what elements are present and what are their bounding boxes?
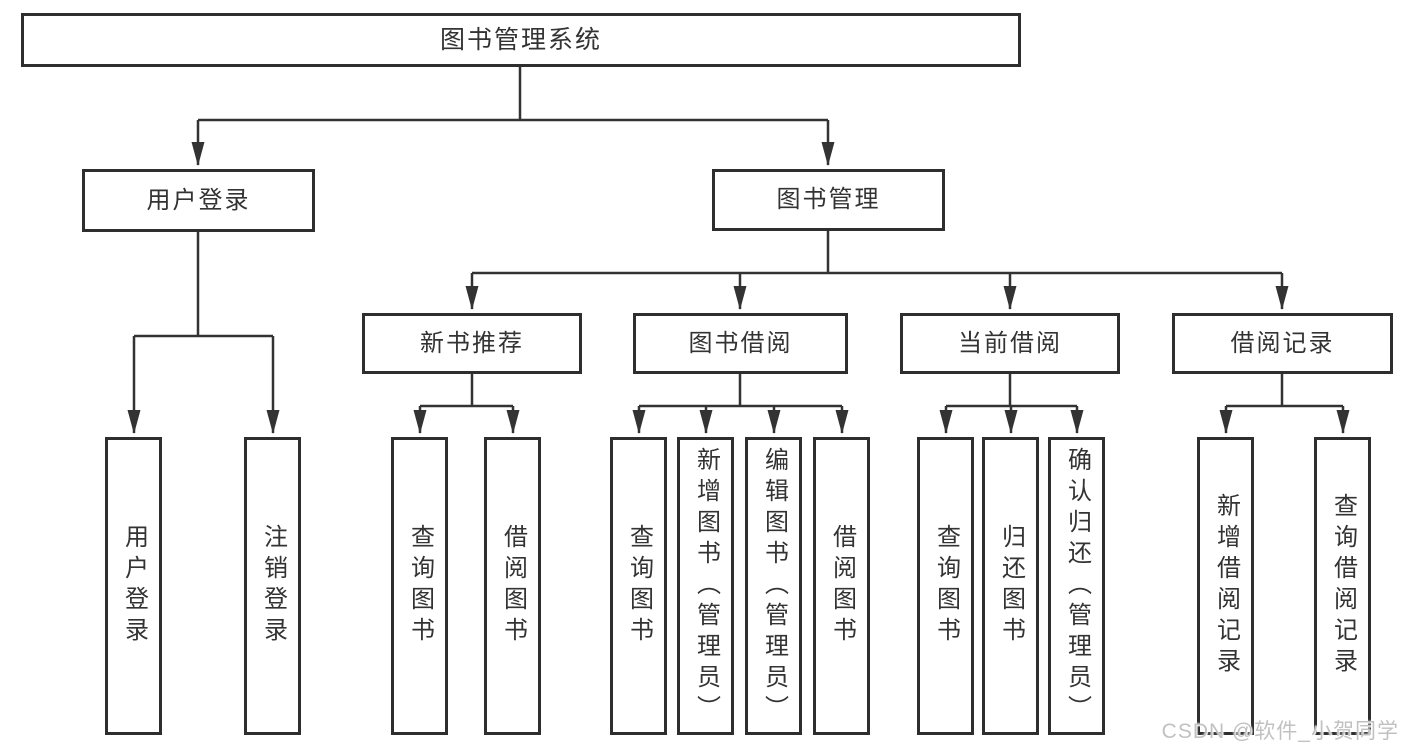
- node-label: 图书管理: [776, 186, 881, 213]
- leaf-label: 借阅图书: [828, 524, 856, 648]
- leaf-add-borrow-record: 新增借阅记录: [1197, 437, 1254, 735]
- connector-new-book-to-leaves: [413, 374, 520, 434]
- leaf-query-book-2: 查询图书: [610, 437, 667, 735]
- connector-root-to-branches: [191, 66, 835, 166]
- node-label: 图书管理系统: [439, 25, 602, 54]
- node-book-management: 图书管理: [712, 169, 945, 231]
- leaf-label: 查询借阅记录: [1329, 493, 1357, 679]
- leaf-label: 确认归还（管理员）: [1063, 446, 1091, 726]
- leaf-label: 注销登录: [259, 524, 287, 648]
- leaf-label: 编辑图书（管理员）: [760, 446, 788, 726]
- csdn-watermark: CSDN @软件_小贺同学: [1161, 720, 1399, 743]
- leaf-add-book-admin: 新增图书（管理员）: [677, 437, 734, 735]
- leaf-label: 借阅图书: [499, 524, 527, 648]
- node-label: 当前借阅: [958, 329, 1062, 357]
- leaf-query-book-1: 查询图书: [391, 437, 448, 735]
- leaf-label: 查询图书: [625, 524, 653, 648]
- leaf-label: 新增借阅记录: [1212, 493, 1240, 679]
- leaf-query-borrow-record: 查询借阅记录: [1314, 437, 1371, 735]
- leaf-label: 用户登录: [120, 524, 148, 648]
- node-root-system: 图书管理系统: [21, 13, 1021, 67]
- connector-user-login-to-leaves: [127, 232, 280, 434]
- leaf-return-book: 归还图书: [982, 437, 1039, 735]
- node-label: 图书借阅: [688, 329, 793, 357]
- node-current-borrow: 当前借阅: [900, 313, 1120, 374]
- connector-current-borrow-to-leaves: [939, 374, 1084, 434]
- connector-book-borrow-to-leaves: [632, 374, 849, 434]
- node-label: 新书推荐: [420, 329, 524, 357]
- leaf-label: 查询图书: [406, 524, 434, 648]
- leaf-borrow-book-2: 借阅图书: [813, 437, 870, 735]
- node-user-login: 用户登录: [82, 169, 315, 232]
- node-book-borrow: 图书借阅: [633, 313, 848, 374]
- node-borrow-record: 借阅记录: [1172, 313, 1393, 374]
- leaf-logout: 注销登录: [244, 437, 301, 735]
- leaf-label: 归还图书: [997, 524, 1025, 648]
- leaf-user-login: 用户登录: [105, 437, 162, 735]
- node-label: 借阅记录: [1230, 329, 1335, 357]
- node-label: 用户登录: [146, 186, 251, 214]
- node-new-book-recommend: 新书推荐: [362, 313, 582, 374]
- leaf-confirm-return-admin: 确认归还（管理员）: [1048, 437, 1105, 735]
- leaf-edit-book-admin: 编辑图书（管理员）: [745, 437, 802, 735]
- leaf-label: 查询图书: [932, 524, 960, 648]
- leaf-label: 新增图书（管理员）: [692, 446, 720, 726]
- connector-book-mgmt-to-groups: [465, 231, 1289, 310]
- leaf-borrow-book-1: 借阅图书: [484, 437, 541, 735]
- leaf-query-book-3: 查询图书: [917, 437, 974, 735]
- connector-borrow-record-to-leaves: [1219, 374, 1350, 434]
